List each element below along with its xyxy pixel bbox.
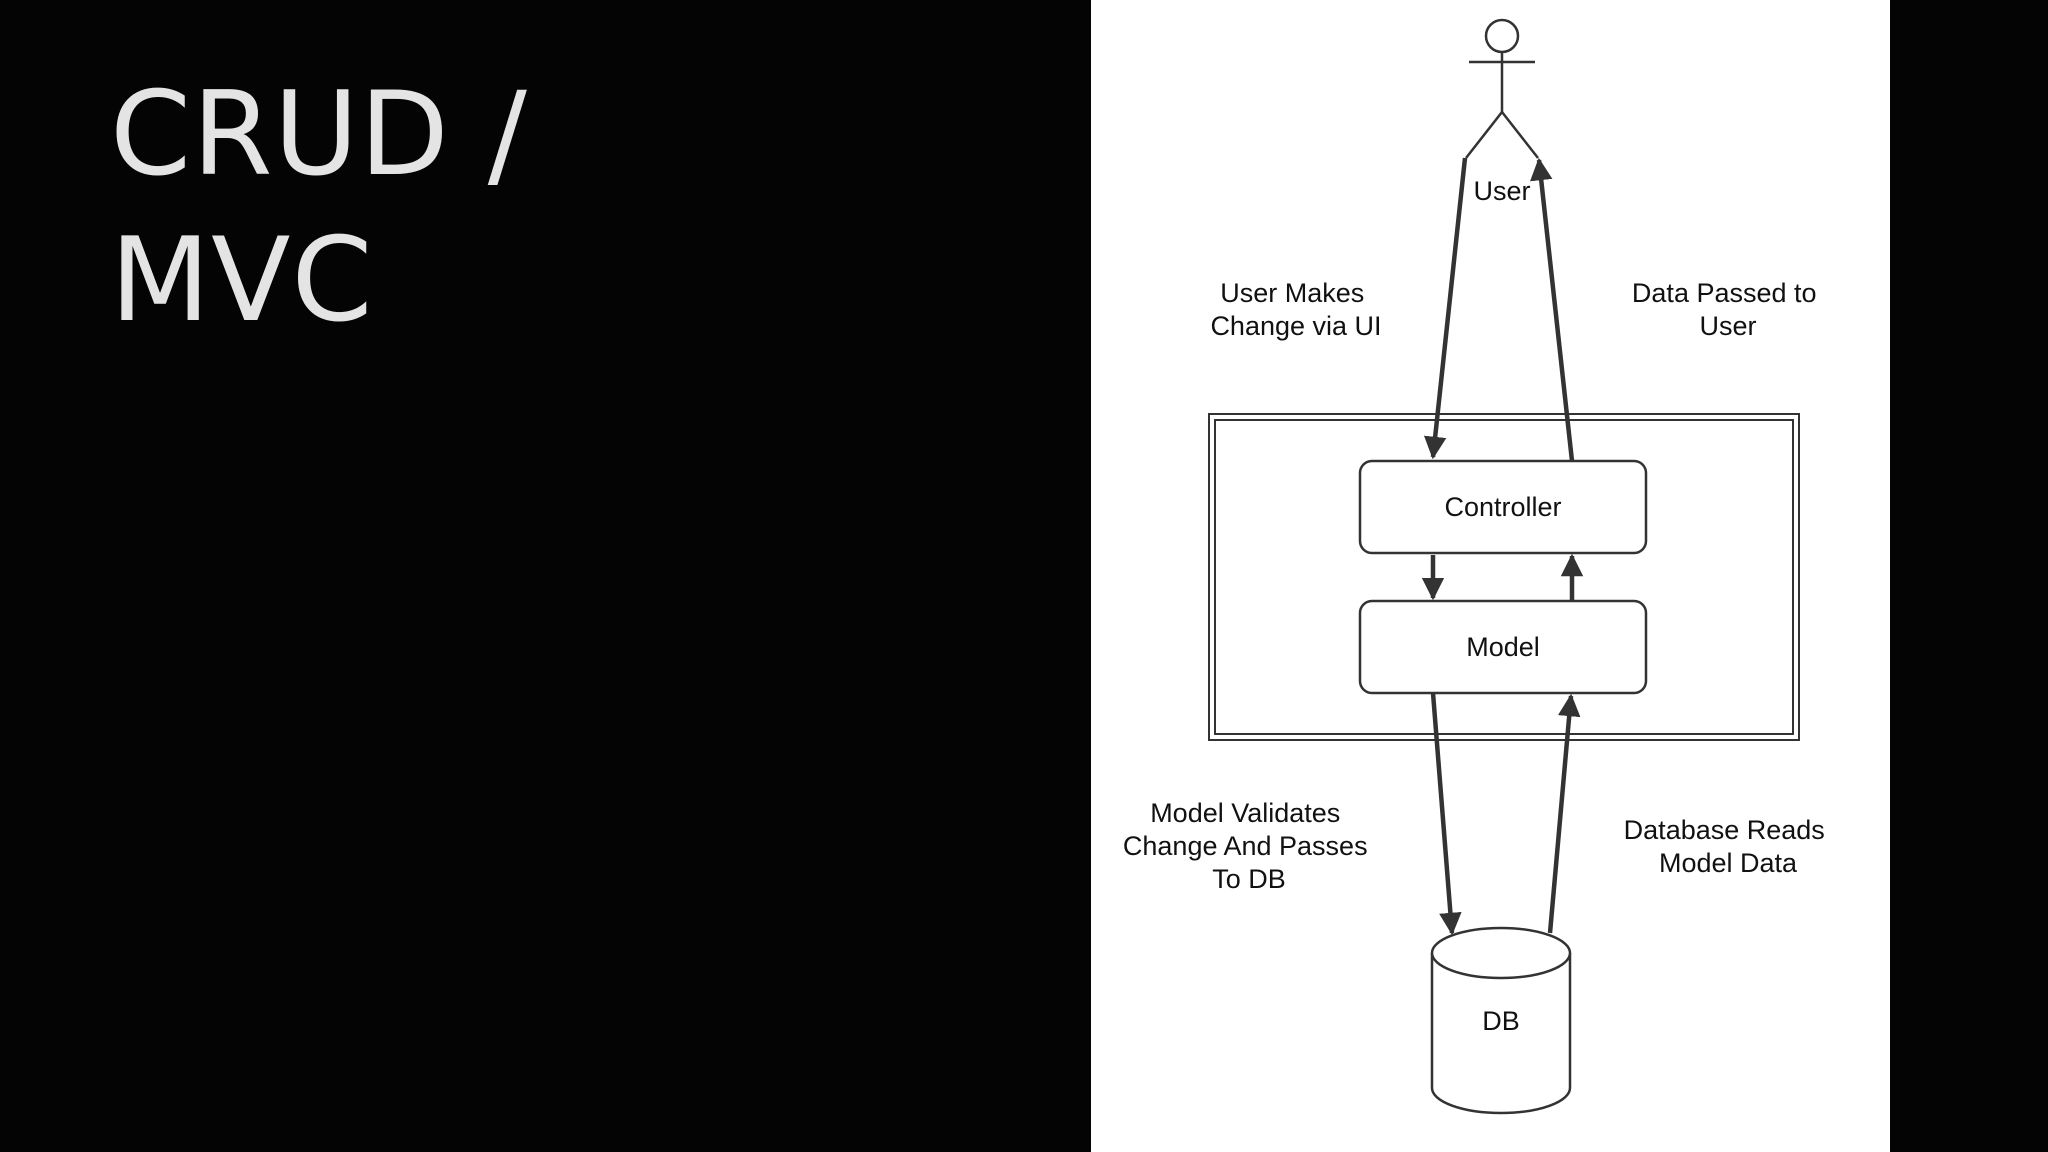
arrow-controller-to-user (1530, 157, 1575, 462)
mvc-container-outer (1208, 413, 1800, 741)
edge-label-model-to-db-line-1: Model Validates (1150, 798, 1340, 828)
edge-label-controller-to-user-line-1: Data Passed to (1632, 278, 1817, 308)
edge-label-model-to-db-line-2: Change And Passes (1123, 831, 1368, 861)
db-label: DB (1482, 1006, 1520, 1036)
slide-title-line-1: CRUD / (110, 67, 528, 202)
arrow-model-to-db (1430, 692, 1462, 936)
edge-label-controller-to-user: Data Passed to User (1632, 278, 1824, 341)
edge-label-model-to-db: Model Validates Change And Passes To DB (1123, 798, 1375, 894)
mvc-container-inner (1214, 419, 1794, 735)
user-actor-icon (1465, 18, 1539, 159)
slide-title: CRUD / MVC (110, 62, 528, 354)
mvc-diagram: User Controller Model DB User Makes Cha (1123, 18, 1833, 1115)
edge-label-db-to-model-line-2: Model Data (1659, 848, 1798, 878)
slide-title-line-2: MVC (110, 213, 374, 348)
model-label: Model (1466, 632, 1540, 662)
arrow-db-to-model (1547, 693, 1581, 934)
model-box (1358, 599, 1648, 695)
edge-label-db-to-model: Database Reads Model Data (1624, 815, 1833, 878)
edge-label-db-to-model-line-1: Database Reads (1624, 815, 1825, 845)
diagram-panel: User Controller Model DB User Makes Cha (1091, 0, 1890, 1152)
arrow-user-to-controller (1423, 157, 1468, 460)
edge-label-user-to-controller: User Makes Change via UI (1210, 278, 1381, 341)
controller-box (1358, 459, 1648, 555)
edge-label-model-to-db-line-3: To DB (1212, 864, 1286, 894)
user-label: User (1473, 176, 1530, 206)
edge-label-user-to-controller-line-1: User Makes (1220, 278, 1364, 308)
edge-label-user-to-controller-line-2: Change via UI (1210, 311, 1381, 341)
controller-label: Controller (1444, 492, 1561, 522)
edge-label-controller-to-user-line-2: User (1699, 311, 1756, 341)
db-cylinder (1430, 926, 1572, 1115)
